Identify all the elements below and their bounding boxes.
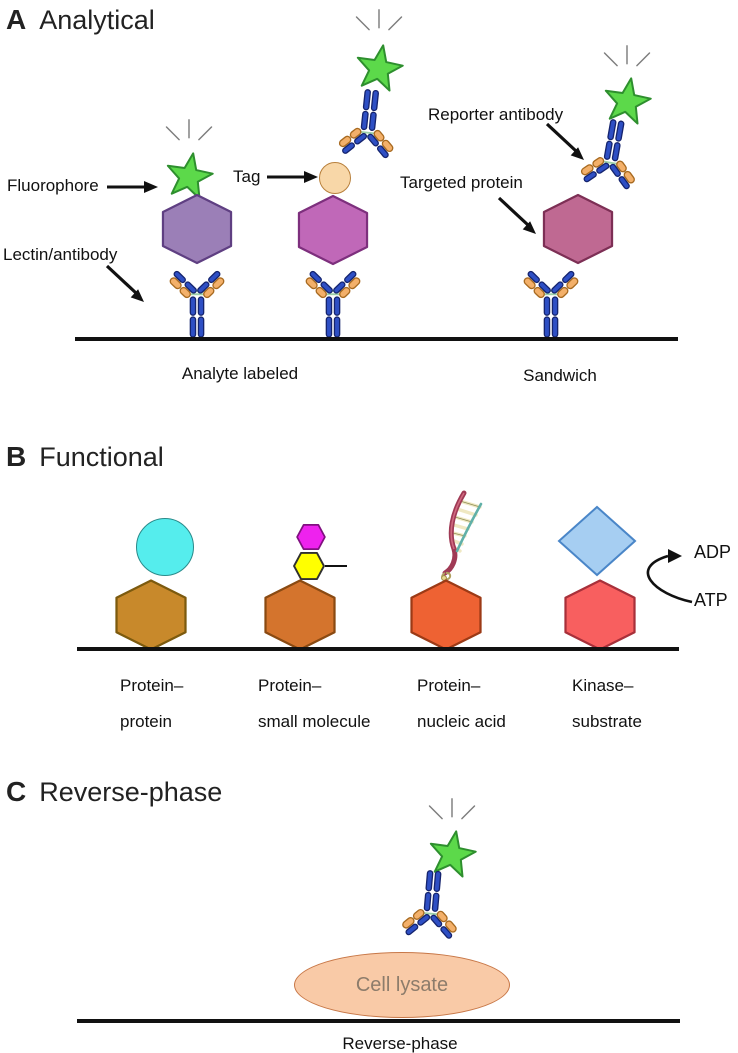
arrow-icon (492, 192, 544, 244)
capture-antibody-icon (295, 259, 371, 339)
sparkle-icon (597, 44, 657, 80)
small-molecule-hexagon-magenta (296, 524, 326, 550)
panel-a-title: A Analytical (6, 4, 155, 36)
caption-line: Protein– (258, 676, 322, 695)
array-surface-line (75, 337, 678, 341)
caption-line: Protein– (417, 676, 481, 695)
nucleic-acid-icon (424, 489, 486, 583)
lectin-antibody-label: Lectin/antibody (3, 245, 118, 264)
small-molecule-hexagon-yellow (293, 552, 325, 580)
capture-antibody-icon (513, 259, 589, 339)
panel-b-letter: B (6, 441, 27, 472)
fluorophore-label: Fluorophore (7, 176, 99, 195)
substrate-diamond (557, 505, 637, 577)
bait-protein-hexagon (113, 579, 189, 651)
caption-kinase-substrate: Kinase– substrate (572, 676, 642, 732)
cell-lysate-spot: Cell lysate (294, 952, 510, 1018)
panel-c-title: C Reverse-phase (6, 776, 222, 808)
caption-line: nucleic acid (417, 712, 506, 731)
arrow-icon (540, 118, 592, 170)
reverse-phase-caption: Reverse-phase (342, 1034, 458, 1053)
detection-antibody-icon (326, 84, 410, 172)
panel-b-word: Functional (39, 442, 164, 472)
panel-a-word: Analytical (39, 5, 155, 35)
caption-line: Protein– (120, 676, 184, 695)
bait-protein-hexagon (262, 579, 338, 651)
atp-adp-arrow-icon (646, 549, 693, 604)
panel-b-title: B Functional (6, 441, 164, 473)
cell-lysate-label: Cell lysate (355, 973, 449, 996)
targeted-protein-hexagon (541, 193, 615, 265)
reporter-antibody-label: Reporter antibody (428, 105, 564, 124)
tag-label: Tag (233, 167, 261, 186)
analyte-protein-hexagon (160, 193, 234, 265)
panel-c-word: Reverse-phase (39, 777, 223, 807)
small-molecule-linker-line (325, 565, 347, 567)
caption-protein-small-molecule: Protein– small molecule (258, 676, 370, 732)
caption-line: substrate (572, 712, 642, 731)
interacting-protein-circle (136, 518, 194, 576)
sparkle-icon (349, 8, 409, 44)
targeted-protein-label: Targeted protein (400, 173, 523, 192)
caption-line: small molecule (258, 712, 371, 731)
capture-antibody-icon (159, 259, 235, 339)
bait-protein-hexagon (408, 579, 484, 651)
analyte-labeled-caption: Analyte labeled (181, 364, 299, 383)
sparkle-icon (159, 118, 219, 154)
sparkle-icon (422, 797, 482, 833)
arrow-icon (100, 260, 152, 312)
array-surface-line (77, 647, 679, 651)
caption-line: Kinase– (572, 676, 634, 695)
arrow-icon (264, 167, 322, 187)
caption-protein-protein: Protein– protein (120, 676, 183, 732)
caption-line: protein (120, 712, 172, 731)
panel-c-letter: C (6, 776, 27, 807)
caption-protein-nucleic-acid: Protein– nucleic acid (417, 676, 506, 732)
array-surface-line (77, 1019, 680, 1023)
sandwich-caption: Sandwich (523, 366, 597, 385)
tagged-protein-hexagon (296, 194, 370, 266)
arrow-icon (104, 177, 162, 197)
panel-a-letter: A (6, 4, 27, 35)
tag-circle (319, 162, 351, 194)
adp-label: ADP (694, 542, 732, 562)
atp-label: ATP (694, 590, 728, 610)
detection-antibody-icon (390, 866, 473, 952)
